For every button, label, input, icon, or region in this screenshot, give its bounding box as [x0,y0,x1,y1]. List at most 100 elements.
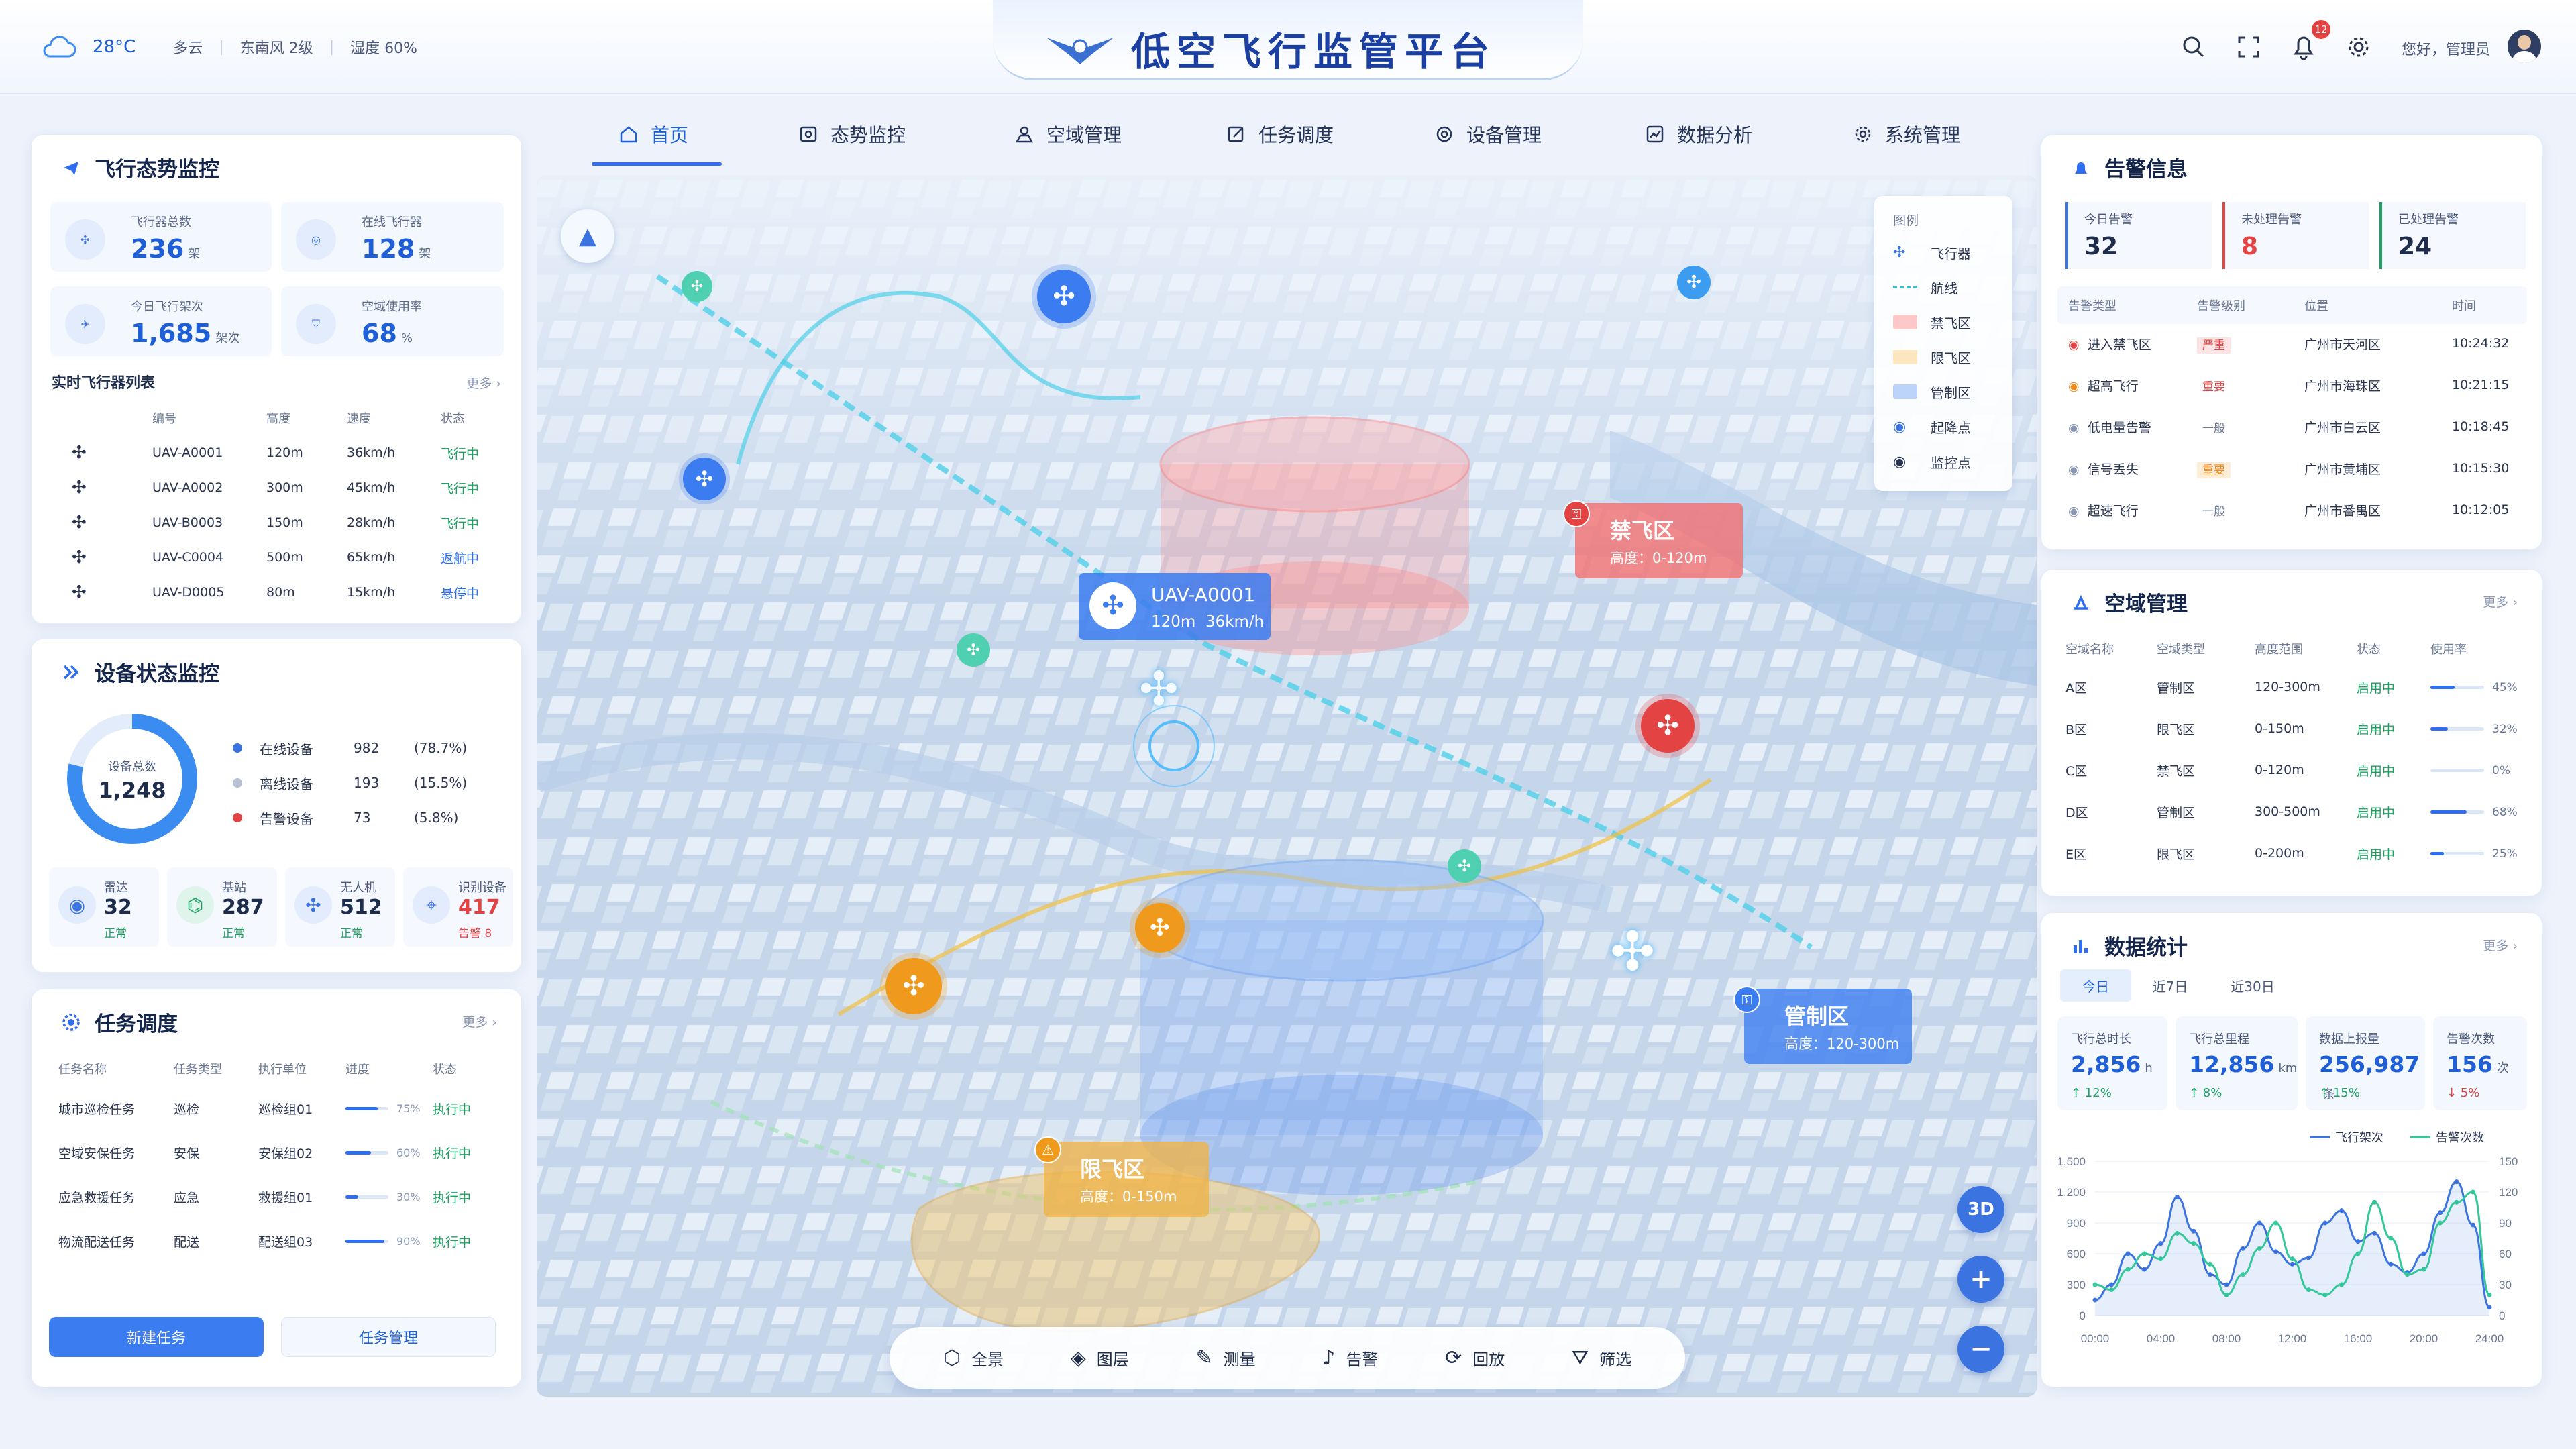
tab-analytics[interactable]: 数据分析 [1645,121,1752,148]
waypoint-marker[interactable]: ✣ [1448,849,1481,883]
monitor-icon [800,126,817,142]
zone-label-limit[interactable]: ⚠ 限飞区 高度：0-150m [1034,1136,1209,1217]
tab-7days[interactable]: 近7日 [2152,978,2188,995]
drone-marker-main[interactable]: ✣ [1139,661,1179,716]
gear-icon[interactable] [2345,34,2372,60]
drone-marker-alarm[interactable]: ✣ [1641,699,1695,753]
airspace-icon [1015,126,1034,143]
tab-tasks[interactable]: 任务调度 [1226,121,1334,148]
zoom-out-button[interactable]: − [1957,1326,2004,1373]
y-left-tick: 1,500 [2057,1155,2086,1168]
waypoint-marker[interactable]: ✣ [957,633,990,667]
data-point [2273,1220,2278,1226]
progress-fill [345,1151,372,1155]
drone-marker[interactable]: ✣ [1037,270,1091,323]
alarm-summary-handled[interactable]: 已处理告警 24 [2379,202,2526,269]
device-item-basestation[interactable]: ⌬ 基站 287 正常 [167,867,277,947]
avatar[interactable] [2508,30,2541,63]
drone-marker[interactable]: ✣ [683,458,726,500]
zoom-in-button[interactable]: + [1957,1256,2004,1303]
drone-marker-control[interactable]: ✣ [1610,920,1656,983]
flight-panel-title: 飞行态势监控 [95,158,219,182]
alarm-summary-today[interactable]: 今日告警 32 [2065,202,2212,269]
drone-marker[interactable]: ✣ [1677,266,1711,299]
stats-panel-title: 数据统计 [2104,936,2188,960]
waypoint-marker[interactable]: ✣ [682,271,712,302]
tool-alarm[interactable]: ♪告警 [1322,1346,1379,1370]
data-point [2405,1272,2410,1277]
edit-icon [1228,126,1244,142]
alarm-summary-pending[interactable]: 未处理告警 8 [2222,202,2369,269]
y-right-tick: 120 [2499,1186,2518,1199]
tab-30days[interactable]: 近30日 [2231,978,2275,995]
tool-overview[interactable]: ⬡全景 [943,1346,1004,1370]
tab-system[interactable]: 系统管理 [1853,121,1960,148]
tab-situation[interactable]: 态势监控 [798,121,906,148]
map-3d-button[interactable]: 3D [1957,1186,2004,1233]
tab-airspace[interactable]: 空域管理 [1014,121,1122,148]
data-point [2471,1189,2475,1195]
airspace-more-link[interactable]: 更多 › [2483,595,2518,610]
device-item-radar[interactable]: ◉ 雷达 32 正常 [49,867,159,947]
tool-filter[interactable]: ⛛筛选 [1571,1346,1632,1370]
y-right-tick: 0 [2499,1309,2505,1322]
fullscreen-icon[interactable] [2235,34,2262,60]
stat-airspace-usage[interactable]: ⛉ 空域使用率 68% [281,286,504,356]
drone-marker-warning[interactable]: ✣ [885,958,942,1014]
task-manage-button[interactable]: 任务管理 [281,1317,496,1357]
uav-info-label[interactable]: ✣ UAV-A0001 120m 36km/h [1079,573,1271,640]
data-point [2158,1256,2163,1262]
tool-playback[interactable]: ⟳回放 [1445,1346,1505,1370]
data-point [2355,1239,2361,1244]
compass-button[interactable]: ▲ [561,209,614,263]
drone-icon: ✣ [1089,582,1136,629]
cloud-icon [43,36,76,58]
drone-marker-warning[interactable]: ✣ [1135,903,1185,953]
task-more-link[interactable]: 更多 › [462,1015,497,1030]
zone-label-control[interactable]: ⚿ 管制区 高度：120-300m [1733,986,1912,1064]
device-item-drone[interactable]: ✣ 无人机 512 正常 [285,867,395,947]
map-view[interactable]: ▲ ✣ ✣ ✣ ✣ ✣ ✣ ✣ ✣ ✣ ✣ ✣ ✣ UAV-A0001 120m… [537,176,2037,1397]
tool-measure[interactable]: ✎测量 [1195,1346,1256,1370]
zone-label-nofly[interactable]: ⚿ 禁飞区 高度：0-120m [1563,500,1743,578]
device-item-recognition[interactable]: ⌖ 识别设备 417 告警 8 [403,867,513,947]
aircraft-list-more[interactable]: 更多 › [466,376,501,391]
tool-layers[interactable]: ◈图层 [1070,1346,1129,1370]
new-task-button[interactable]: 新建任务 [49,1317,264,1357]
bell-icon[interactable] [2290,32,2317,62]
legend-item-route: 航线 [1893,275,1957,299]
tab-home[interactable]: 首页 [619,121,688,148]
search-icon[interactable] [2180,34,2207,60]
tab-devices[interactable]: 设备管理 [1434,121,1542,148]
stats-more-link[interactable]: 更多 › [2483,938,2518,953]
tab-today[interactable]: 今日 [2060,969,2131,1002]
